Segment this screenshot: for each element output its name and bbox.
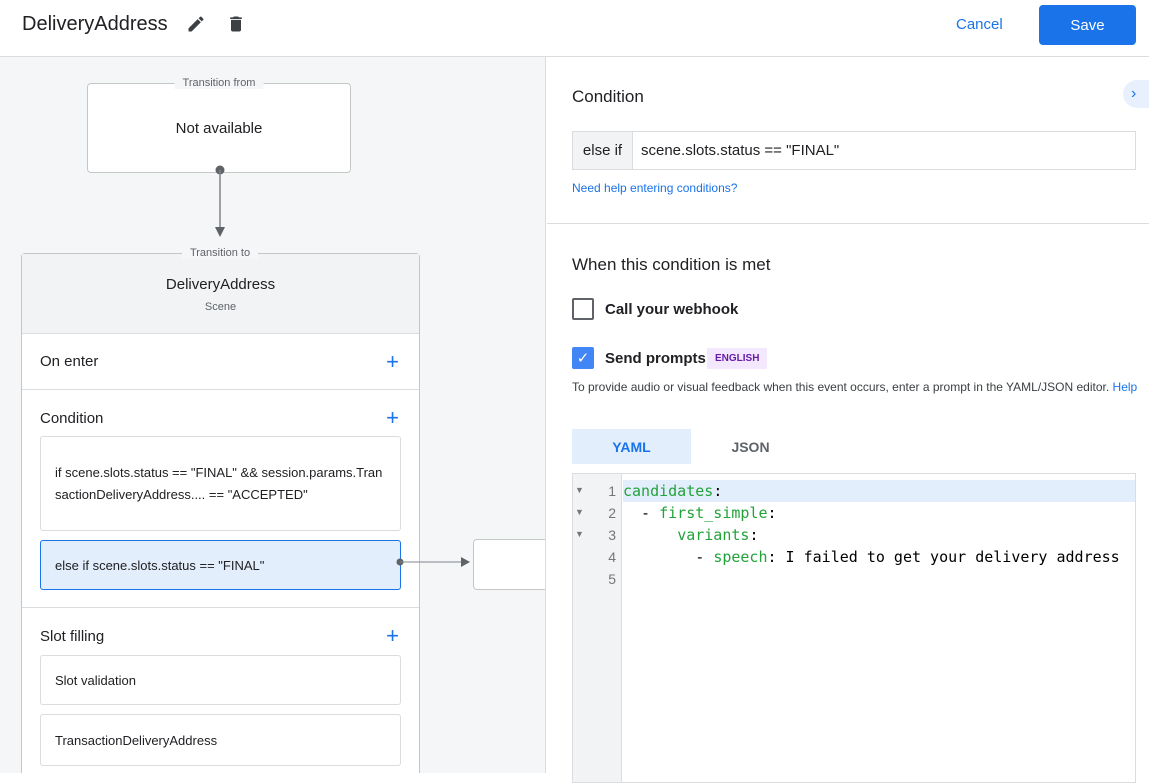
code-indent: - [623,504,660,522]
active-line-highlight [623,480,1135,502]
language-badge: ENGLISH [707,348,768,369]
code-indent [623,526,677,544]
line-number-text: 2 [608,505,616,521]
condition-section: Condition + if scene.slots.status == "FI… [22,390,419,608]
code-indent: - [623,548,714,566]
slot-filling-label: Slot filling [40,628,105,645]
code-key: candidates [623,482,714,500]
slot-text: TransactionDeliveryAddress [55,732,218,748]
tab-json[interactable]: JSON [731,438,770,455]
webhook-checkbox[interactable] [572,298,594,320]
slot-text: Slot validation [55,672,136,688]
help-link[interactable]: Help [1112,380,1138,394]
transition-from-value: Not available [175,119,263,137]
slot-card[interactable]: TransactionDeliveryAddress [40,714,401,766]
help-conditions-link[interactable]: Need help entering conditions? [572,181,738,195]
code-key: first_simple [659,504,768,522]
divider [547,223,1149,224]
chevron-right-icon[interactable]: › [1123,80,1149,108]
add-on-enter-icon[interactable]: + [386,349,399,374]
condition-panel: Condition else if Need help entering con… [547,57,1149,783]
prompt-description: To provide audio or visual feedback when… [572,379,1142,396]
code-line [623,568,1135,590]
code-rest: : [749,526,759,544]
condition-field: else if [572,131,1136,170]
code-line: variants: [623,524,1135,546]
transition-to-legend: Transition to [181,247,259,259]
line-number: 5 [573,568,622,590]
code-line: candidates: [623,480,1135,502]
add-condition-icon[interactable]: + [386,405,399,430]
line-number-text: 5 [608,571,616,587]
condition-heading: Condition [572,87,644,106]
code-line: - speech: I failed to get your delivery … [623,546,1135,568]
target-box[interactable] [473,539,545,590]
trash-icon[interactable] [226,13,246,35]
line-number: 4 [573,546,622,568]
add-slot-icon[interactable]: + [386,623,399,648]
transition-arrow [215,165,225,237]
scene-header[interactable]: DeliveryAddress Scene [22,254,419,334]
scene-box: DeliveryAddress Scene On enter + Conditi… [21,253,420,773]
fold-arrow-icon[interactable]: ▼ [575,507,584,517]
condition-connector [396,557,470,567]
met-heading: When this condition is met [572,255,771,274]
send-prompts-label: Send prompts [605,350,706,367]
editor-gutter [573,474,622,782]
condition-text: else if scene.slots.status == "FINAL" [55,557,265,573]
code-key: variants [677,526,750,544]
line-number-text: 4 [608,549,616,565]
transition-from-box[interactable]: Not available [87,83,351,173]
condition-input[interactable] [633,132,1135,169]
code-rest: : I failed to get your delivery address [767,548,1120,566]
condition-card-selected[interactable]: else if scene.slots.status == "FINAL" [40,540,401,590]
transition-from-legend: Transition from [174,77,264,89]
code-rest: : [713,482,723,500]
fold-arrow-icon[interactable]: ▼ [575,485,584,495]
description-text: To provide audio or visual feedback when… [572,380,1110,394]
condition-text: if scene.slots.status == "FINAL" && sess… [55,464,383,502]
send-prompts-checkbox[interactable]: ✓ [572,347,594,369]
on-enter-section: On enter + [22,334,419,390]
flow-canvas: Not available Transition from DeliveryAd… [0,57,546,773]
pencil-icon[interactable] [186,14,206,34]
line-number-text: 1 [608,483,616,499]
line-number-text: 3 [608,527,616,543]
on-enter-label: On enter [40,353,99,370]
condition-card[interactable]: if scene.slots.status == "FINAL" && sess… [40,436,401,531]
save-button[interactable]: Save [1039,5,1136,45]
condition-label: Condition [40,410,104,427]
code-rest: : [767,504,777,522]
slot-card[interactable]: Slot validation [40,655,401,705]
page-title: DeliveryAddress [22,13,168,35]
condition-prefix: else if [573,132,633,169]
scene-type: Scene [204,301,237,313]
webhook-label: Call your webhook [605,301,739,318]
line-number: ▼2 [573,502,622,524]
cancel-button[interactable]: Cancel [956,16,1003,33]
line-number: ▼1 [573,480,622,502]
code-key: speech [713,548,768,566]
line-number: ▼3 [573,524,622,546]
fold-arrow-icon[interactable]: ▼ [575,529,584,539]
slot-filling-section: Slot filling + Slot validation Transacti… [22,608,419,773]
tab-yaml[interactable]: YAML [572,429,691,464]
scene-name: DeliveryAddress [165,276,276,293]
code-line: - first_simple: [623,502,1135,524]
top-bar: DeliveryAddress Cancel Save [0,0,1149,57]
